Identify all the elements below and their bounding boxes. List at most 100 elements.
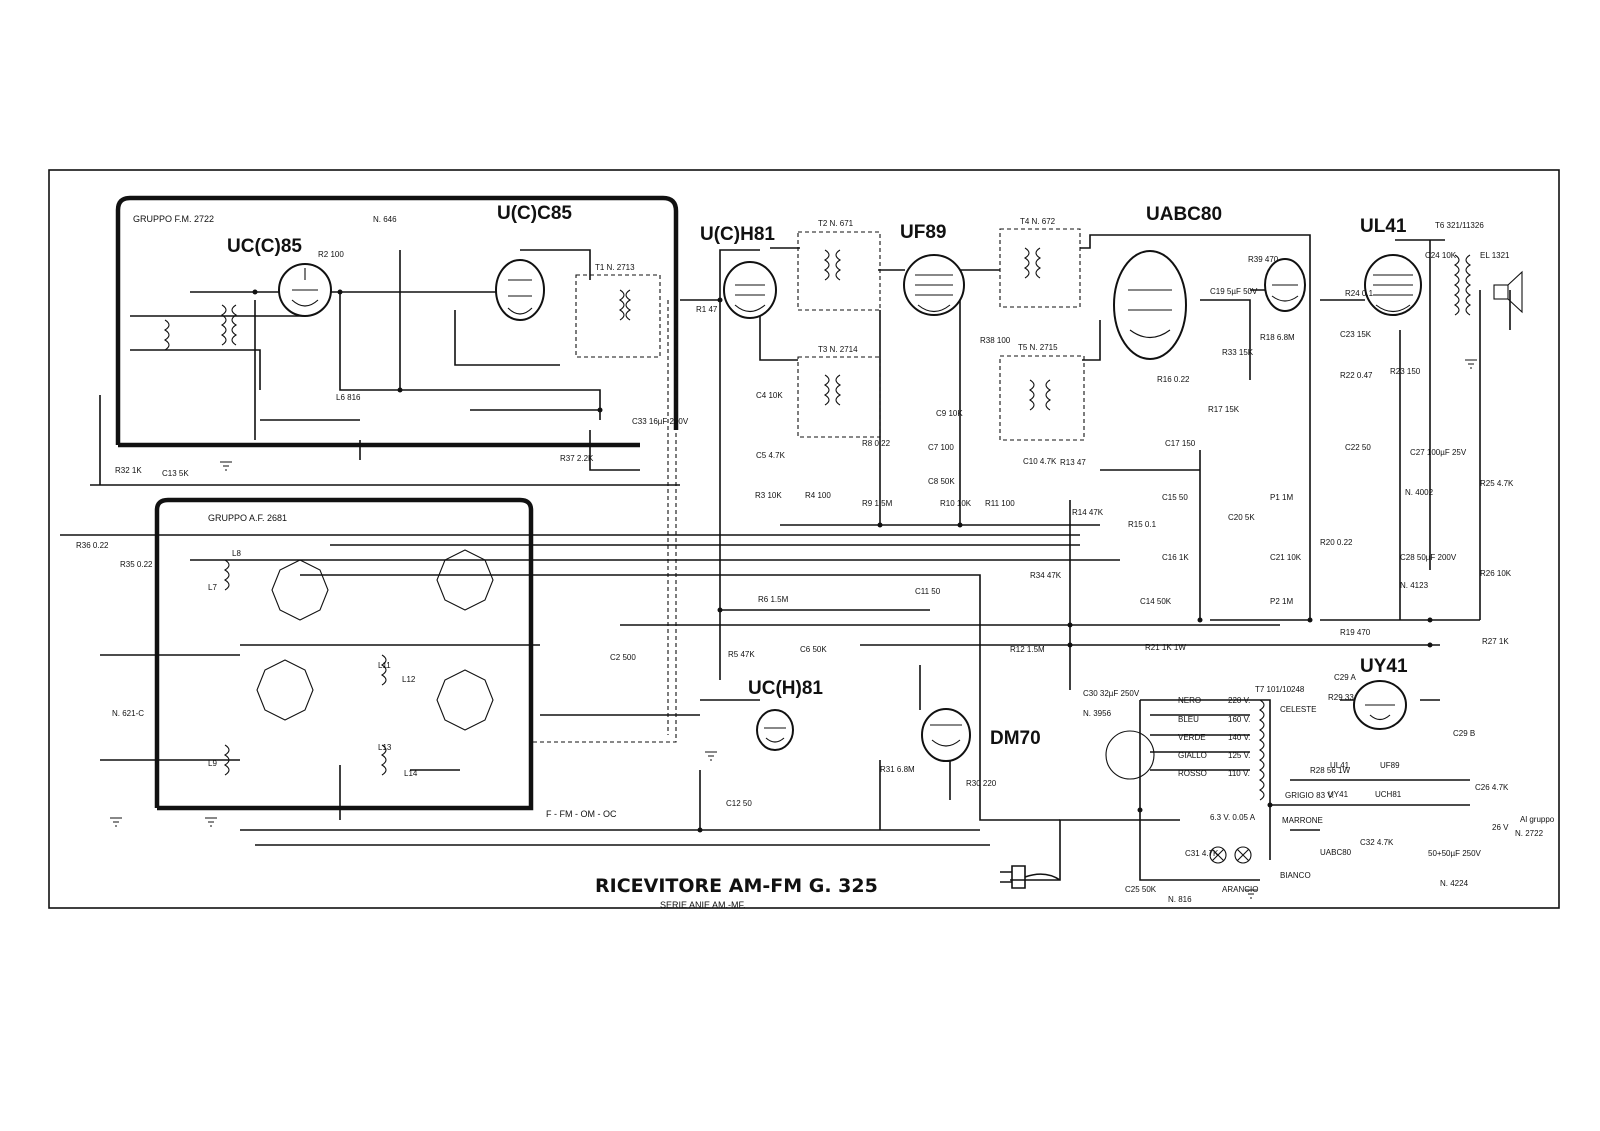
label-r4: R4 100 — [805, 491, 831, 500]
ground-symbols — [110, 359, 1477, 899]
speaker-label: EL 1321 — [1480, 251, 1510, 260]
tube-label-uabc80: UABC80 — [1146, 204, 1222, 225]
wire-labels: NERO 220 V. BLEU 160 V. VERDE 140 V. GIA… — [1178, 696, 1250, 778]
tube-label-dm70: DM70 — [990, 728, 1041, 749]
label-c20: C20 5K — [1228, 513, 1255, 522]
tube-label-ucc85-b: U(C)C85 — [497, 203, 572, 224]
label-r14: R14 47K — [1072, 508, 1104, 517]
t3-label: T3 N. 2714 — [818, 345, 858, 354]
label-l8: L8 — [232, 549, 241, 558]
label-r6: R6 1.5M — [758, 595, 789, 604]
label-r39: R39 470 — [1248, 255, 1279, 264]
label-l6: L6 816 — [336, 393, 361, 402]
label-26v: 26 V — [1492, 823, 1509, 832]
wire-1-name: BLEU — [1178, 715, 1199, 724]
t1-label: T1 N. 2713 — [595, 263, 635, 272]
label-c29-value: 50+50µF 250V — [1428, 849, 1482, 858]
label-l7: L7 — [208, 583, 217, 592]
heater-ul41: UL41 — [1330, 761, 1350, 770]
label-r13: R13 47 — [1060, 458, 1086, 467]
label-r10: R10 10K — [940, 499, 972, 508]
diagram-title: RICEVITORE AM-FM G. 325 — [595, 875, 878, 897]
label-r9: R9 1.5M — [862, 499, 893, 508]
label-marrone: MARRONE — [1282, 816, 1323, 825]
pilot-lamps — [1209, 846, 1252, 864]
group-label-fm: GRUPPO F.M. 2722 — [133, 214, 214, 224]
wire-0-name: NERO — [1178, 696, 1201, 705]
label-c6: C6 50K — [800, 645, 827, 654]
label-r37: R37 2.2K — [560, 454, 594, 463]
label-r24: R24 0.1 — [1345, 289, 1374, 298]
label-r20: R20 0.22 — [1320, 538, 1353, 547]
label-r36: R36 0.22 — [76, 541, 109, 550]
mains-plug — [1000, 865, 1061, 889]
wire-4-name: ROSSO — [1178, 769, 1207, 778]
band-label: F - FM - OM - OC — [546, 809, 617, 819]
heater-uy41: UY41 — [1328, 790, 1349, 799]
tube-uch81-b-envelope — [756, 709, 794, 751]
label-c13: C13 5K — [162, 469, 189, 478]
label-c27: C27 100µF 25V — [1410, 448, 1467, 457]
label-c4: C4 10K — [756, 391, 783, 400]
wire-2-volt: 140 V. — [1228, 733, 1250, 742]
label-r25: R25 4.7K — [1480, 479, 1514, 488]
t6-label: T6 321/11326 — [1435, 221, 1484, 230]
tube-uabc80-envelope — [1113, 250, 1187, 360]
label-r5: R5 47K — [728, 650, 755, 659]
t2-shield — [797, 231, 881, 311]
label-n4123: N. 4123 — [1400, 581, 1429, 590]
label-r3: R3 10K — [755, 491, 782, 500]
wire-3-name: GIALLO — [1178, 751, 1207, 760]
label-c30: C30 32µF 250V — [1083, 689, 1140, 698]
wire-0-volt: 220 V. — [1228, 696, 1250, 705]
wire-1-volt: 160 V. — [1228, 715, 1250, 724]
tube-label-ucc85-a: UC(C)85 — [227, 236, 302, 257]
label-c24: C24 10K — [1425, 251, 1457, 260]
diagram-subtitle: SERIE ANIE AM.-MF. — [660, 900, 746, 910]
label-c10: C10 4.7K — [1023, 457, 1057, 466]
heater-uabc80: UABC80 — [1320, 848, 1352, 857]
t5-label: T5 N. 2715 — [1018, 343, 1058, 352]
label-n4002: N. 4002 — [1405, 488, 1434, 497]
label-lamp: 6.3 V. 0.05 A — [1210, 813, 1256, 822]
t7-label: T7 101/10248 — [1255, 685, 1305, 694]
label-c5: C5 4.7K — [756, 451, 786, 460]
t5-shield — [999, 355, 1085, 441]
n646-label: N. 646 — [373, 215, 397, 224]
tube-label-uf89: UF89 — [900, 222, 946, 243]
t1-shield — [575, 274, 661, 358]
label-r28: R28 56 1W — [1310, 766, 1350, 775]
speaker — [1493, 270, 1523, 314]
label-l9: L9 — [208, 759, 217, 768]
label-grigio: GRIGIO 83 V. — [1285, 791, 1334, 800]
label-n3956: N. 3956 — [1083, 709, 1112, 718]
band-switches — [256, 549, 1155, 780]
label-n816: N. 816 — [1168, 895, 1192, 904]
label-c19: C19 5µF 50V — [1210, 287, 1258, 296]
label-r23: R23 150 — [1390, 367, 1421, 376]
t2-label: T2 N. 671 — [818, 219, 854, 228]
label-l11: L11 — [378, 661, 391, 670]
label-r2: R2 100 — [318, 250, 344, 259]
fm-group-box — [115, 195, 679, 445]
label-r32: R32 1K — [115, 466, 142, 475]
label-c2: C2 500 — [610, 653, 636, 662]
label-c12: C12 50 — [726, 799, 752, 808]
outer-frame — [48, 169, 1560, 909]
label-r38: R38 100 — [980, 336, 1011, 345]
label-c9: C9 10K — [936, 409, 963, 418]
label-c29b: C29 B — [1453, 729, 1475, 738]
label-c15: C15 50 — [1162, 493, 1188, 502]
label-r8: R8 0.22 — [862, 439, 891, 448]
label-c21: C21 10K — [1270, 553, 1302, 562]
label-r21: R21 1K 1W — [1145, 643, 1186, 652]
label-c28: C28 50µF 200V — [1400, 553, 1457, 562]
label-n4224: N. 4224 — [1440, 879, 1469, 888]
label-c11: C11 50 — [915, 587, 941, 596]
label-r11: R11 100 — [985, 499, 1015, 508]
label-c14: C14 50K — [1140, 597, 1172, 606]
tube-label-uy41: UY41 — [1360, 656, 1408, 677]
label-r35: R35 0.22 — [120, 560, 153, 569]
label-celeste: CELESTE — [1280, 705, 1316, 714]
